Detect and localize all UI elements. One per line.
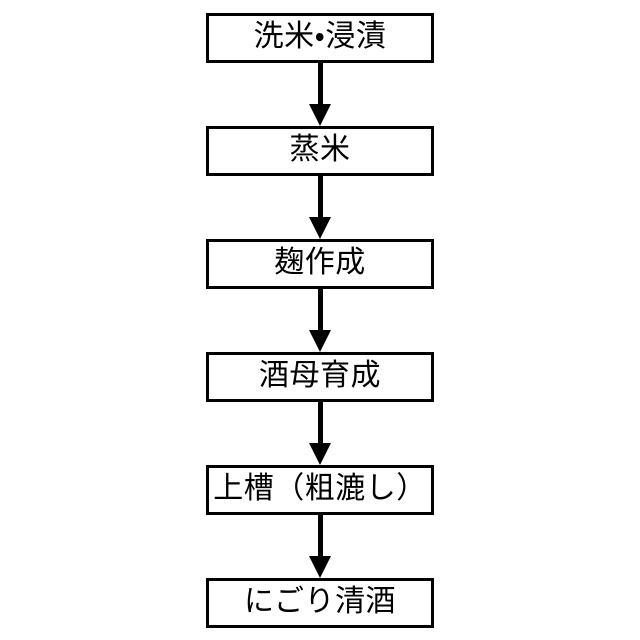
step-label-koji-making: 麹作成	[274, 245, 366, 280]
arrow-shaft	[317, 515, 323, 556]
flow-arrow-down-3	[309, 289, 331, 352]
arrow-head-icon	[309, 104, 331, 126]
arrow-shaft	[317, 402, 323, 443]
step-box-shubo-cultivation: 酒母育成	[206, 352, 434, 402]
arrow-head-icon	[309, 217, 331, 239]
step-box-rice-washing-soaking: 洗米・浸漬	[206, 13, 434, 63]
flow-arrow-down-4	[309, 402, 331, 465]
step-label-pressing-coarse-filtering: 上槽（粗漉し）	[213, 471, 427, 506]
flow-arrow-down-5	[309, 515, 331, 578]
step-box-pressing-coarse-filtering: 上槽（粗漉し）	[206, 465, 434, 515]
flow-arrow-down-2	[309, 176, 331, 239]
step-box-rice-steaming: 蒸米	[206, 126, 434, 176]
sake-brewing-flowchart: 洗米・浸漬 蒸米 麹作成 酒母育成 上槽（粗漉し）	[0, 13, 640, 628]
step-label-rice-washing-soaking: 洗米・浸漬	[253, 19, 387, 54]
step-box-koji-making: 麹作成	[206, 239, 434, 289]
step-label-shubo-cultivation: 酒母育成	[259, 358, 381, 393]
arrow-head-icon	[309, 330, 331, 352]
arrow-shaft	[317, 63, 323, 104]
arrow-head-icon	[309, 443, 331, 465]
step-label-rice-steaming: 蒸米	[289, 132, 351, 167]
arrow-shaft	[317, 289, 323, 330]
arrow-head-icon	[309, 556, 331, 578]
arrow-shaft	[317, 176, 323, 217]
step-box-nigori-sake: にごり清酒	[206, 578, 434, 628]
step-label-nigori-sake: にごり清酒	[244, 584, 396, 619]
flow-arrow-down-1	[309, 63, 331, 126]
